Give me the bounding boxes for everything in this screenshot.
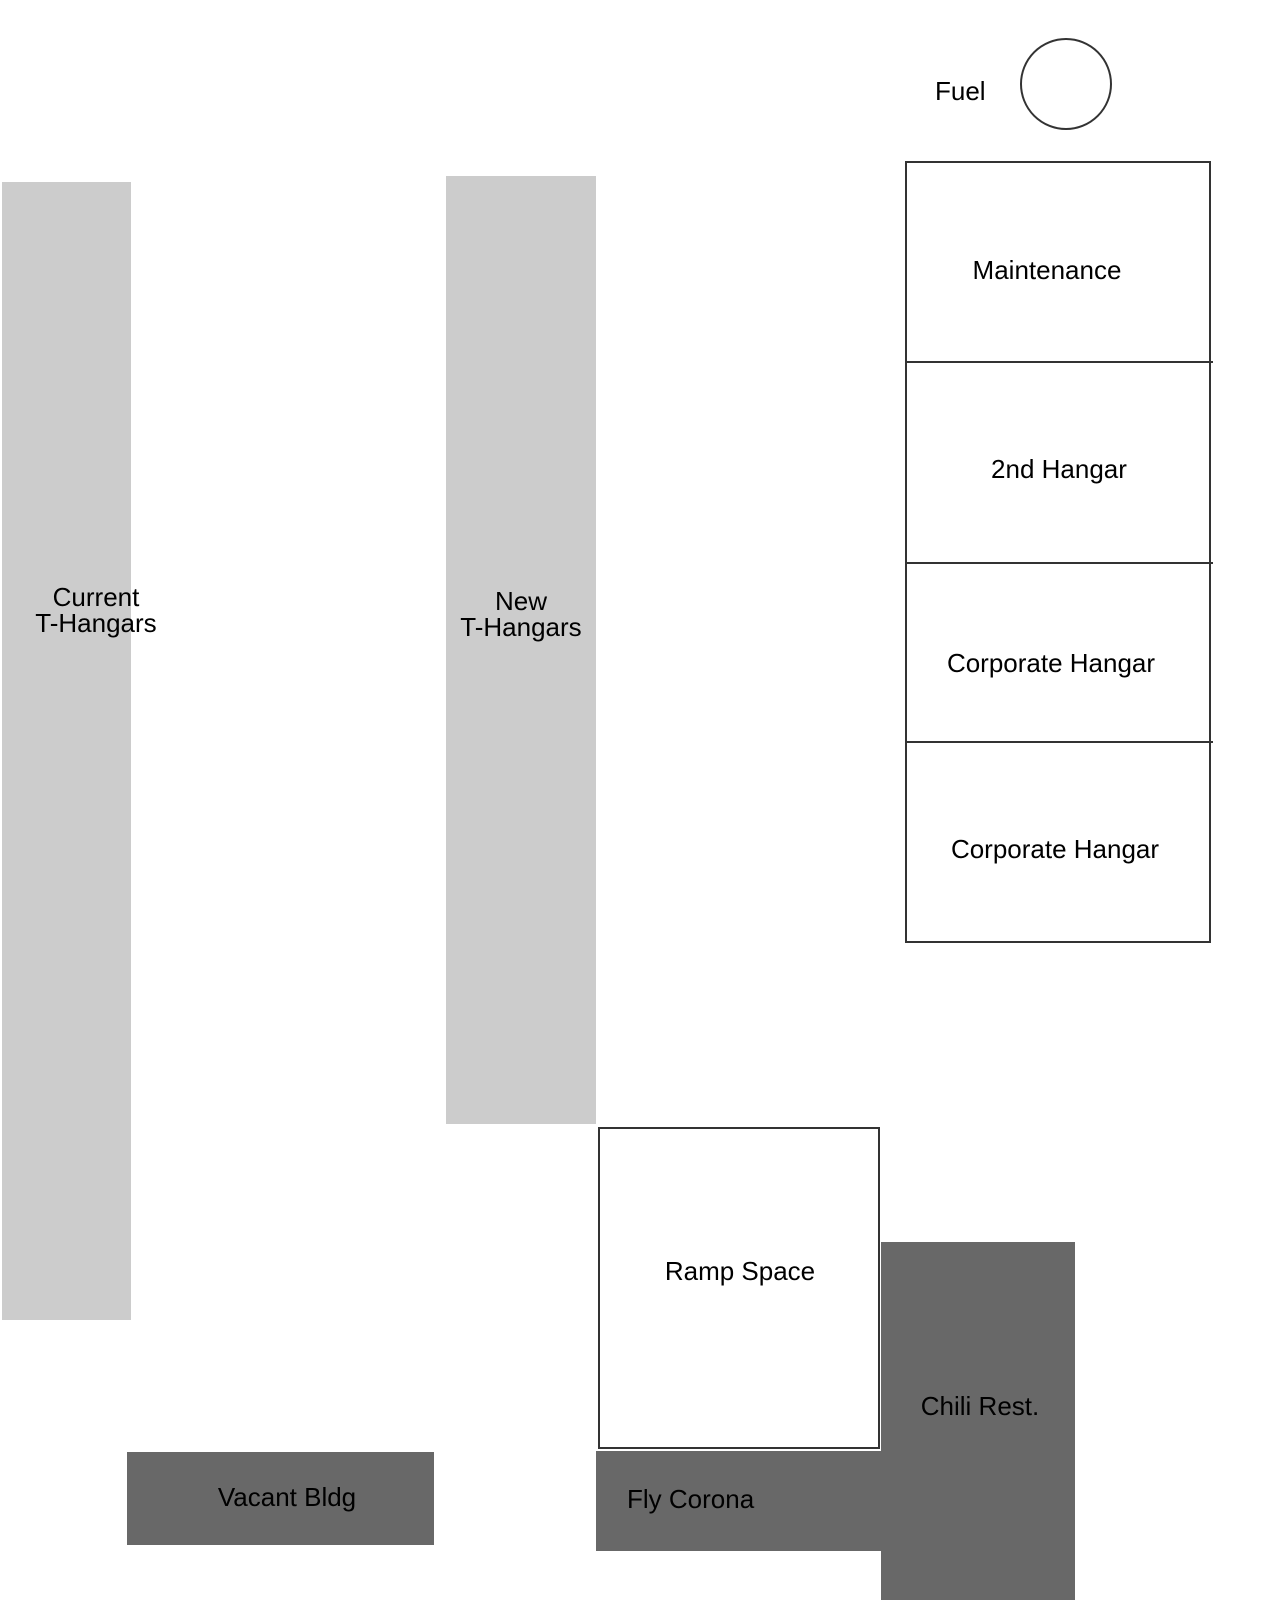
current-t-hangars-block [2, 182, 131, 1320]
corporate-hangar-label-2: Corporate Hangar [950, 834, 1160, 864]
new-t-hangars-label: New T-Hangars [446, 588, 596, 640]
fly-corona-label: Fly Corona [627, 1484, 755, 1514]
chili-rest-block [881, 1242, 1075, 1600]
hangar-divider-3 [905, 741, 1213, 743]
corporate-hangar-label-1: Corporate Hangar [946, 648, 1156, 678]
chili-rest-label: Chili Rest. [920, 1391, 1040, 1421]
hangar-row [905, 161, 1211, 943]
fly-corona-block [596, 1451, 881, 1551]
second-hangar-label: 2nd Hangar [991, 454, 1127, 484]
new-t-hangars-block [446, 176, 596, 1124]
maintenance-label: Maintenance [972, 255, 1122, 285]
vacant-bldg-label: Vacant Bldg [217, 1482, 357, 1512]
new-t-hangars-line-2: T-Hangars [460, 612, 582, 642]
hangar-divider-2 [905, 562, 1213, 564]
ramp-space-block [598, 1127, 880, 1449]
fuel-station-icon [1020, 38, 1112, 130]
fuel-label: Fuel [935, 76, 986, 106]
hangar-divider-1 [905, 361, 1213, 363]
ramp-space-label: Ramp Space [664, 1256, 816, 1286]
current-t-hangars-line-2: T-Hangars [35, 608, 157, 638]
current-t-hangars-label: Current T-Hangars [18, 584, 174, 636]
current-t-hangars-line-1: Current [52, 582, 140, 612]
new-t-hangars-line-1: New [494, 586, 547, 616]
vacant-bldg-block [127, 1452, 434, 1545]
